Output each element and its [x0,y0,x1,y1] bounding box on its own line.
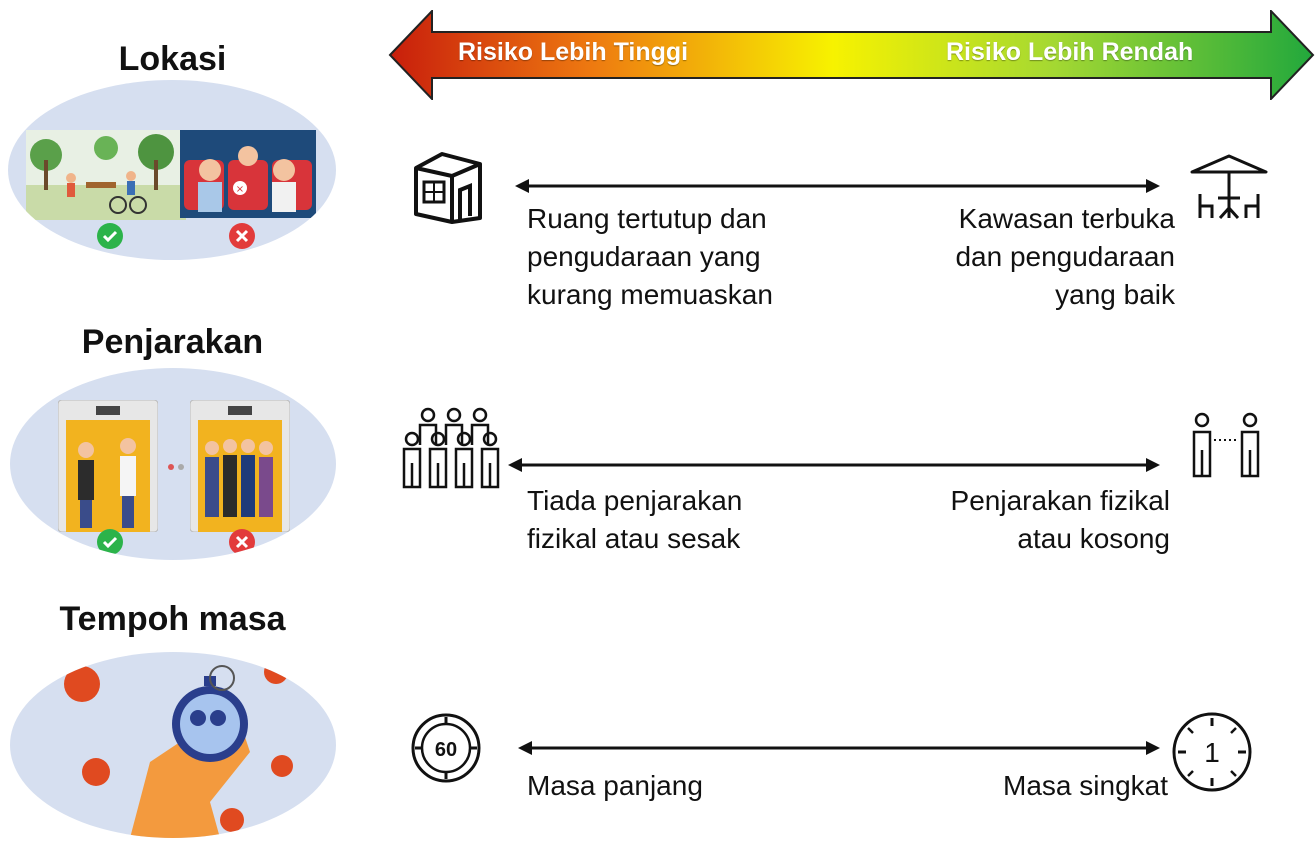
distancing-low-risk-text: Penjarakan fizikal atau kosong [950,485,1170,554]
check-icon [96,222,124,250]
timer-60-label: 60 [435,739,457,761]
location-low-risk-text: Kawasan terbuka dan pengudaraan yang bai… [955,203,1175,310]
svg-text:×: × [236,184,244,195]
timer-1-icon: 1 [1170,710,1254,794]
heading-lokasi: Lokasi [118,40,227,78]
distancing-high-risk-text: Tiada penjarakan fizikal atau sesak [527,485,743,554]
heading-penjarakan: Penjarakan [81,323,264,361]
cross-icon [228,222,256,250]
distancing-illustration [10,368,336,560]
timer-60-icon: 60 [410,712,482,784]
location-high-risk-text: Ruang tertutup dan pengudaraan yang kura… [527,203,773,310]
check-icon [96,528,124,556]
cross-icon [228,528,256,556]
distancing-range-arrow [508,455,1160,475]
duration-high-risk-text: Masa panjang [527,770,703,801]
indoor-building-icon [412,150,484,225]
crowd-icon [398,405,510,495]
lower-risk-label: Risiko Lebih Rendah [946,38,1194,66]
outdoor-umbrella-table-icon [1184,152,1274,224]
timer-1-label: 1 [1204,737,1220,768]
risk-scale-arrow [388,10,1315,100]
duration-low-risk-text: Masa singkat [1003,770,1168,801]
higher-risk-label: Risiko Lebih Tinggi [458,38,689,66]
duration-range-arrow [518,738,1160,758]
location-range-arrow [515,176,1160,196]
heading-tempoh-masa: Tempoh masa [59,600,286,638]
distanced-people-icon [1188,410,1264,482]
location-illustration: × [8,80,336,260]
duration-illustration [10,652,336,838]
